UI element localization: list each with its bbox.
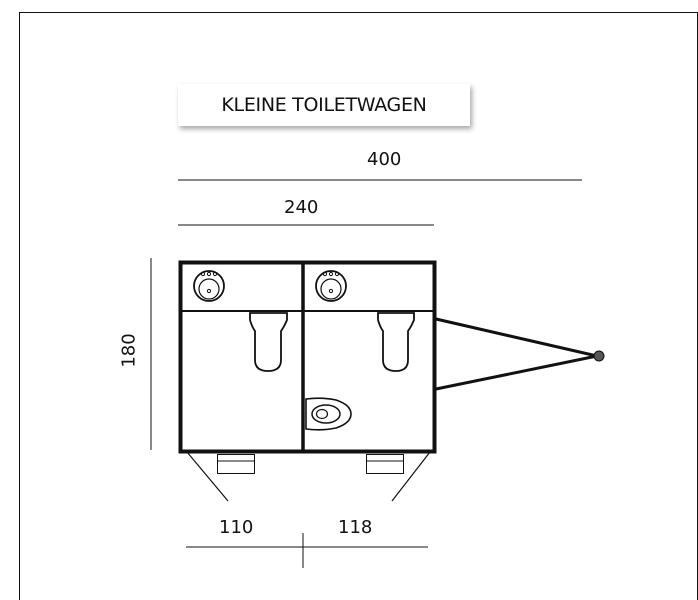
step-icon [366, 454, 404, 474]
dim-label-180: 180 [118, 333, 140, 368]
toilet-icon [249, 312, 288, 372]
diagram-title: KLEINE TOILETWAGEN [178, 84, 470, 126]
drawbar-lower [435, 354, 598, 391]
dim-label-240: 240 [284, 197, 319, 218]
dim-label-118: 118 [338, 517, 373, 538]
urinal-icon [305, 397, 352, 431]
drawbar-upper [435, 317, 598, 358]
hitch-icon [593, 350, 605, 362]
dim-label-110: 110 [219, 517, 254, 538]
toilet-icon [377, 312, 415, 372]
sink-icon [315, 270, 347, 302]
step-icon [217, 454, 255, 474]
support-leg-left [186, 451, 229, 502]
support-leg-right [391, 451, 431, 502]
dim-label-400: 400 [367, 149, 402, 170]
sink-icon [193, 270, 225, 302]
